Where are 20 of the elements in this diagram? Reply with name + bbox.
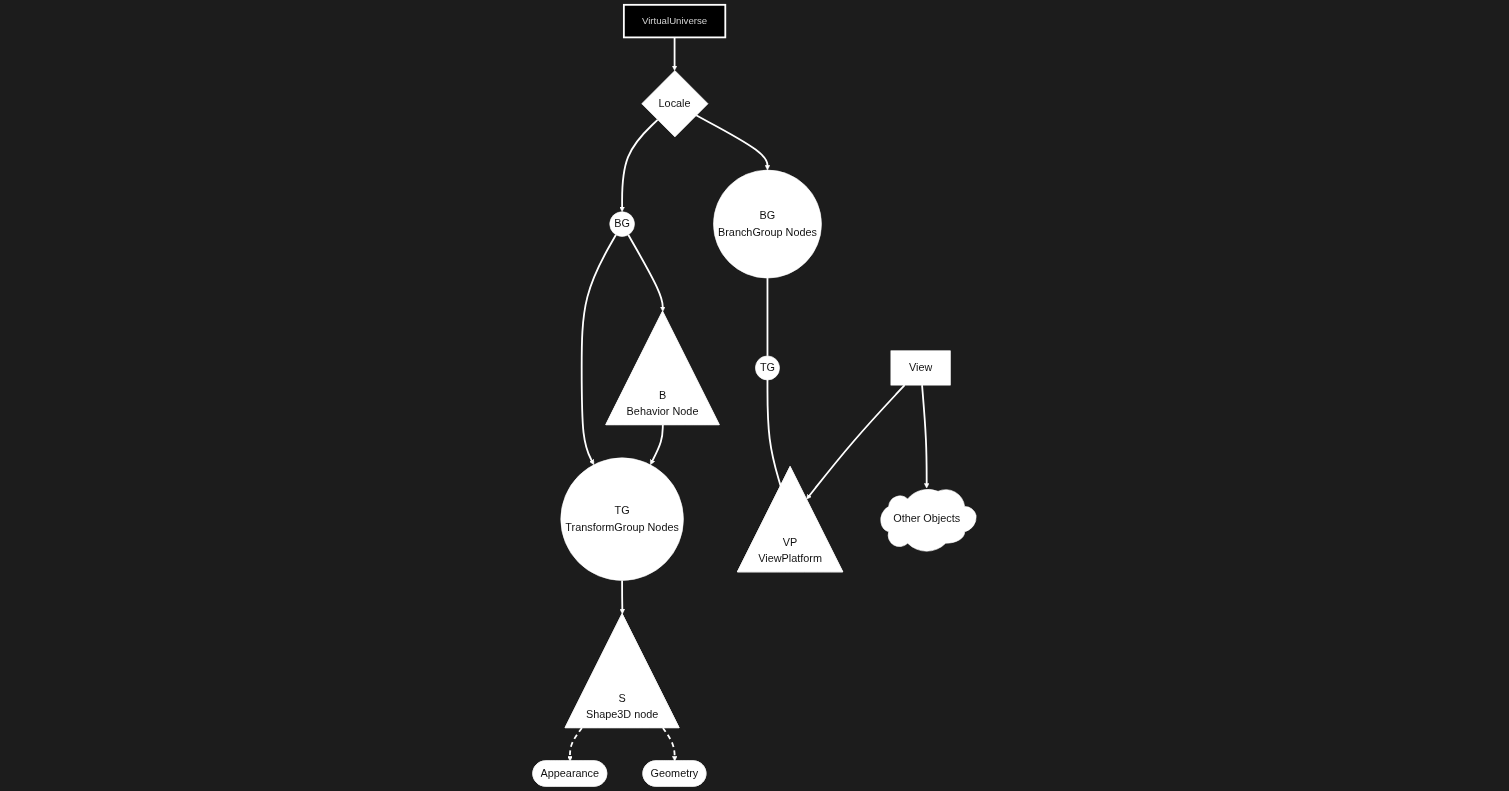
node-circle: TG TransformGroup Nodes bbox=[560, 457, 684, 581]
arrow bbox=[806, 384, 906, 500]
connector bbox=[766, 277, 769, 357]
arrow bbox=[567, 727, 583, 762]
arrow bbox=[921, 384, 930, 489]
node-circle: BG bbox=[609, 211, 635, 237]
arrow bbox=[671, 36, 678, 71]
node-box: View bbox=[890, 350, 951, 386]
arrow bbox=[627, 233, 666, 312]
arrow bbox=[619, 118, 659, 212]
connector bbox=[766, 379, 782, 488]
arrow bbox=[619, 579, 625, 615]
arrow bbox=[580, 233, 617, 465]
arrow bbox=[662, 727, 678, 762]
node-box: VirtualUniverse bbox=[622, 3, 727, 39]
node-circle: BG BranchGroup Nodes bbox=[713, 169, 822, 279]
arrow bbox=[695, 114, 771, 171]
node-circle: TG bbox=[755, 355, 780, 381]
arrow bbox=[650, 424, 664, 465]
node-diamond: Locale bbox=[641, 70, 709, 138]
